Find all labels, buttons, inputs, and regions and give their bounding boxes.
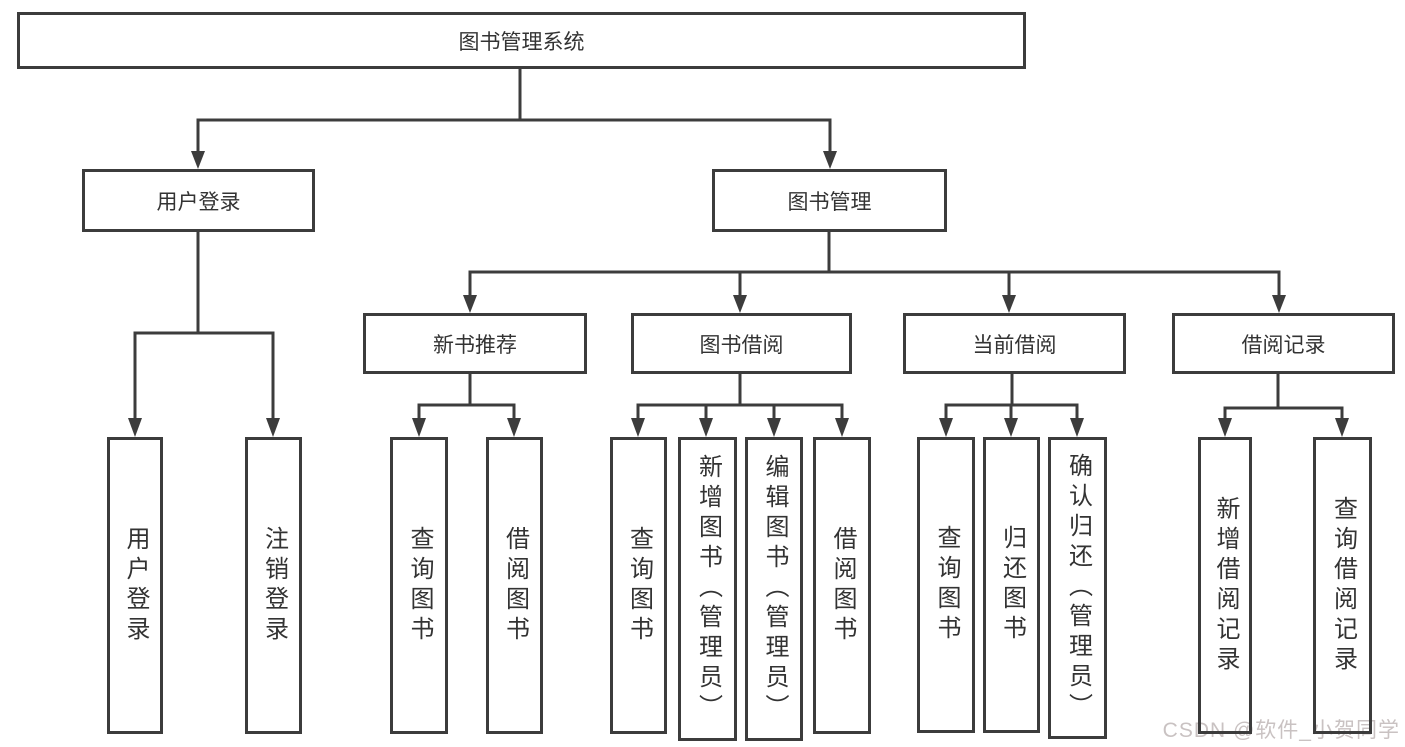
node-book-borrow: 图书借阅 [631,313,852,374]
arrowhead-icons [128,151,1349,437]
node-root-library-system: 图书管理系统 [17,12,1026,69]
node-book-management: 图书管理 [712,169,947,232]
leaf-add-borrow-record: 新增借阅记录 [1198,437,1252,734]
leaf-query-book-2: 查询图书 [610,437,667,734]
leaf-borrow-book-2: 借阅图书 [813,437,871,734]
leaf-confirm-return-admin: 确认归还（管理员） [1048,437,1107,739]
leaf-return-book: 归还图书 [983,437,1040,733]
leaf-query-borrow-record: 查询借阅记录 [1313,437,1372,734]
leaf-edit-book-admin: 编辑图书（管理员） [745,437,803,741]
leaf-logout: 注销登录 [245,437,302,734]
node-new-book-recommend: 新书推荐 [363,313,587,374]
node-user-login: 用户登录 [82,169,315,232]
node-current-borrow: 当前借阅 [903,313,1126,374]
node-borrow-records: 借阅记录 [1172,313,1395,374]
leaf-add-book-admin: 新增图书（管理员） [678,437,737,741]
leaf-query-book-1: 查询图书 [390,437,448,734]
leaf-borrow-book-1: 借阅图书 [486,437,543,734]
leaf-query-book-3: 查询图书 [917,437,975,733]
leaf-user-login: 用户登录 [107,437,163,734]
